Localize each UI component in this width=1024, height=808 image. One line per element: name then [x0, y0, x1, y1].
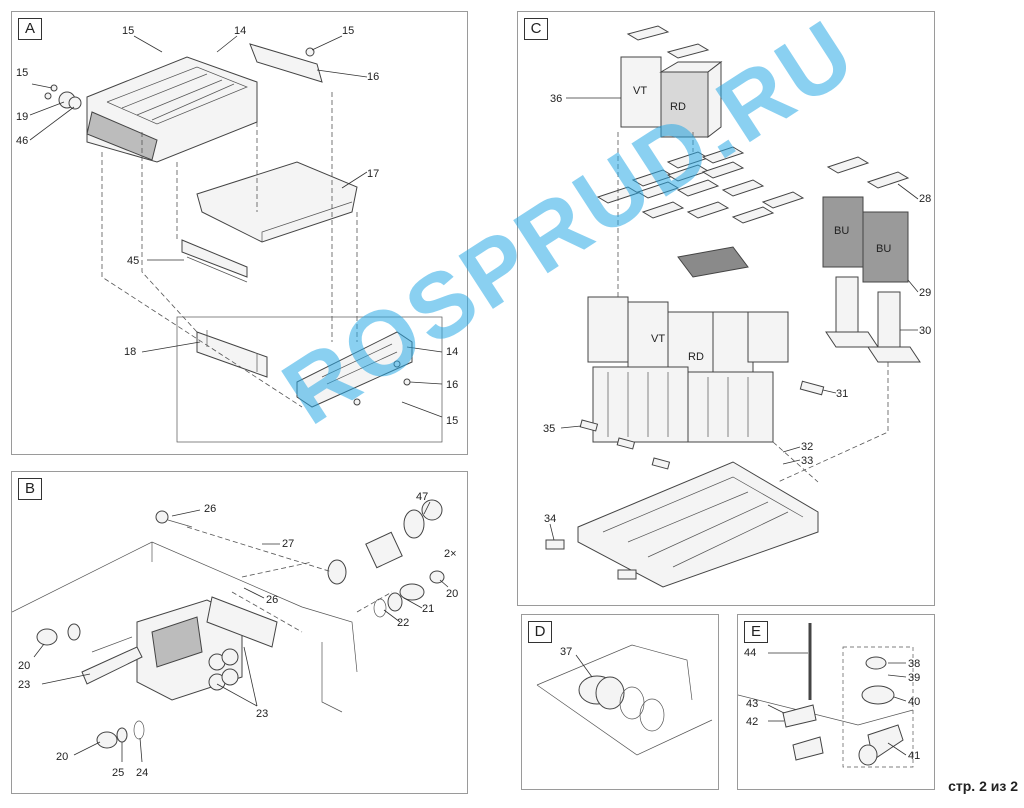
callout-e-41: 41	[908, 750, 920, 762]
callout-e-40: 40	[908, 696, 920, 708]
panel-d: D 37	[521, 614, 719, 790]
callout-b-22: 22	[397, 617, 409, 629]
callout-c-36: 36	[550, 93, 562, 105]
callout-c-32: 32	[801, 441, 813, 453]
box-label-rd-top: RD	[670, 101, 686, 113]
part-42	[792, 736, 824, 761]
part-35	[579, 419, 599, 432]
callout-c-30: 30	[919, 325, 931, 337]
callout-a-15-top: 15	[122, 25, 134, 37]
callout-b-21: 21	[422, 603, 434, 615]
panel-label-d: D	[528, 621, 552, 643]
bracket-16-top	[249, 43, 323, 83]
frame-top	[86, 56, 258, 163]
callout-c-28: 28	[919, 193, 931, 205]
callout-b-20-left: 20	[18, 660, 30, 672]
callout-b-2x: 2×	[444, 548, 457, 560]
pads-grid	[596, 146, 805, 224]
callout-e-38: 38	[908, 658, 920, 670]
base-tray	[577, 461, 819, 588]
callout-b-27: 27	[282, 538, 294, 550]
box-label-bu-2: BU	[876, 243, 891, 255]
callout-a-15-left: 15	[16, 67, 28, 79]
callout-d-37: 37	[560, 646, 572, 658]
frame-grille	[86, 111, 158, 161]
nozzle-20-bottom	[96, 731, 118, 749]
fitting-47	[327, 559, 347, 585]
nozzle-20-left	[36, 628, 58, 646]
frame-bottom	[296, 331, 413, 408]
cover-17	[196, 161, 358, 243]
panel-a: A	[11, 11, 468, 455]
fitting-21	[387, 592, 403, 612]
callout-e-43: 43	[746, 698, 758, 710]
callout-b-26-mid: 26	[266, 594, 278, 606]
callout-a-16-bottom: 16	[446, 379, 458, 391]
callout-c-33: 33	[801, 455, 813, 467]
box-bu-right	[862, 211, 909, 283]
part-40	[861, 685, 895, 705]
callout-b-23-left: 23	[18, 679, 30, 691]
callout-e-39: 39	[908, 672, 920, 684]
diagram-b: 26 27 26 47 2× 20 21 22 20 23 23 20 25 2…	[12, 491, 458, 779]
panel-label-e: E	[744, 621, 768, 643]
diagram-d: 37	[536, 644, 713, 756]
panel-label-b: B	[18, 478, 42, 500]
callout-a-15-right: 15	[342, 25, 354, 37]
callout-a-17: 17	[367, 168, 379, 180]
callout-a-15-bottom: 15	[446, 415, 458, 427]
part-31	[799, 380, 825, 396]
panel-label-c: C	[524, 18, 548, 40]
callout-a-16-top: 16	[367, 71, 379, 83]
callout-a-46: 46	[16, 135, 28, 147]
part-38	[865, 656, 887, 670]
diagram-a: 15 14 15 16 15 19 46 17 45 18 14 16 15	[16, 25, 458, 443]
callout-a-14-top: 14	[234, 25, 246, 37]
callout-a-18: 18	[124, 346, 136, 358]
callout-c-29: 29	[919, 287, 931, 299]
callout-c-35: 35	[543, 423, 555, 435]
callout-b-24: 24	[136, 767, 148, 779]
diagram-c: VT RD BU BU	[543, 25, 931, 588]
box-label-rd-stack: RD	[688, 351, 704, 363]
panel-e: E 44 38 39 40 43 42 41	[737, 614, 935, 790]
tray-23	[81, 646, 143, 685]
panel-b: B	[11, 471, 468, 794]
bracket-18	[196, 331, 268, 378]
callout-a-14-bottom: 14	[446, 346, 458, 358]
box-label-vt-top: VT	[633, 85, 647, 97]
box-label-bu-1: BU	[834, 225, 849, 237]
part-34	[545, 539, 565, 550]
callout-b-25: 25	[112, 767, 124, 779]
part-43	[782, 704, 817, 728]
callout-a-45: 45	[127, 255, 139, 267]
callout-c-34: 34	[544, 513, 556, 525]
panel-label-a: A	[18, 18, 42, 40]
page-number: стр. 2 из 2	[948, 778, 1018, 794]
callout-e-44: 44	[744, 647, 756, 659]
bracket-23	[206, 596, 278, 648]
callout-a-19: 19	[16, 111, 28, 123]
callout-b-20-right: 20	[446, 588, 458, 600]
spring-26	[155, 510, 169, 524]
callout-e-42: 42	[746, 716, 758, 728]
callout-b-26-top: 26	[204, 503, 216, 515]
panel-c: C VT RD BU	[517, 11, 935, 606]
box-label-vt-stack: VT	[651, 333, 665, 345]
callout-c-31: 31	[836, 388, 848, 400]
clip-45	[181, 239, 248, 278]
callout-b-20-bottom: 20	[56, 751, 68, 763]
callout-b-47: 47	[416, 491, 428, 503]
callout-b-23-right: 23	[256, 708, 268, 720]
diagram-e: 44 38 39 40 43 42 41	[738, 623, 920, 768]
media-stack	[587, 246, 789, 443]
